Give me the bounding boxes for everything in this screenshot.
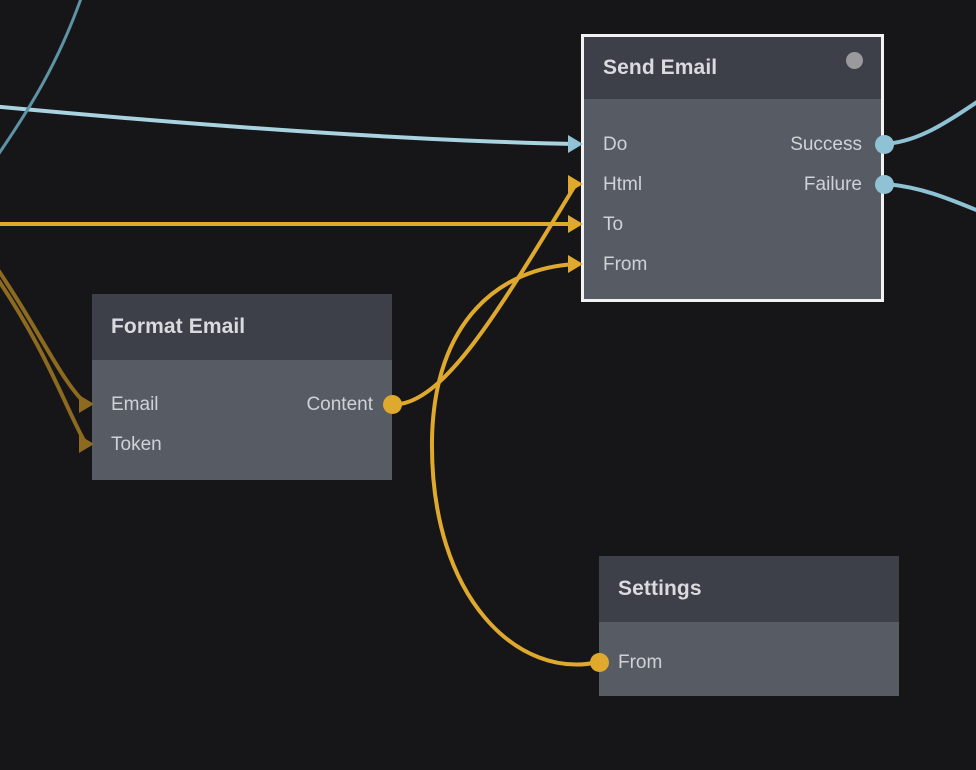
wire-data[interactable] bbox=[398, 182, 578, 406]
input-port-from-connector[interactable] bbox=[568, 255, 583, 273]
wire-data-dim[interactable] bbox=[0, 262, 88, 446]
wire-data-dim[interactable] bbox=[0, 255, 88, 406]
input-port-row-token[interactable]: Token bbox=[92, 430, 392, 458]
output-port-failure-connector[interactable] bbox=[874, 174, 894, 194]
port-label: Do bbox=[603, 133, 628, 155]
node-header[interactable]: Send Email bbox=[584, 37, 881, 99]
port-label: From bbox=[603, 253, 648, 275]
wire-exec[interactable] bbox=[0, 0, 84, 172]
port-label: From bbox=[618, 651, 663, 673]
output-port-success-connector[interactable] bbox=[874, 134, 894, 154]
port-label: Content bbox=[306, 393, 373, 415]
port-label: Token bbox=[111, 433, 162, 455]
output-port-row-success[interactable]: Success bbox=[584, 130, 881, 158]
port-label: To bbox=[603, 213, 624, 235]
output-port-row-content[interactable]: Content bbox=[92, 390, 392, 418]
input-port-html-connector[interactable] bbox=[568, 175, 583, 193]
port-label: Success bbox=[790, 133, 862, 155]
node-title: Send Email bbox=[603, 56, 718, 79]
input-port-from-connector[interactable] bbox=[589, 652, 609, 672]
wire-exec[interactable] bbox=[0, 104, 577, 146]
input-port-row-from[interactable]: From bbox=[599, 648, 899, 676]
output-port-row-failure[interactable]: Failure bbox=[584, 170, 881, 198]
node-title: Format Email bbox=[111, 315, 246, 338]
input-port-email-connector[interactable] bbox=[79, 395, 94, 413]
node-header[interactable]: Settings bbox=[599, 556, 899, 622]
node-title: Settings bbox=[618, 577, 702, 600]
input-port-row-to[interactable]: To bbox=[584, 210, 881, 238]
port-label: Failure bbox=[803, 173, 862, 195]
port-label: Email bbox=[111, 393, 159, 415]
node-body: From bbox=[599, 622, 899, 696]
input-port-row-do[interactable]: Do bbox=[584, 130, 881, 158]
input-port-row-from[interactable]: From bbox=[584, 250, 881, 278]
input-port-token-connector[interactable] bbox=[79, 435, 94, 453]
port-label: Html bbox=[603, 173, 643, 195]
input-port-row-email[interactable]: Email bbox=[92, 390, 392, 418]
wire-exec[interactable] bbox=[882, 182, 976, 214]
input-port-do-connector[interactable] bbox=[568, 135, 583, 153]
input-port-to-connector[interactable] bbox=[568, 215, 583, 233]
node-header[interactable]: Format Email bbox=[92, 294, 392, 360]
wire-exec[interactable] bbox=[882, 96, 976, 146]
node-settings[interactable]: Settings From bbox=[599, 556, 899, 696]
wire-data[interactable] bbox=[429, 262, 600, 667]
input-port-row-html[interactable]: Html bbox=[584, 170, 881, 198]
output-port-content-connector[interactable] bbox=[382, 394, 402, 414]
status-dot-icon bbox=[846, 52, 863, 69]
